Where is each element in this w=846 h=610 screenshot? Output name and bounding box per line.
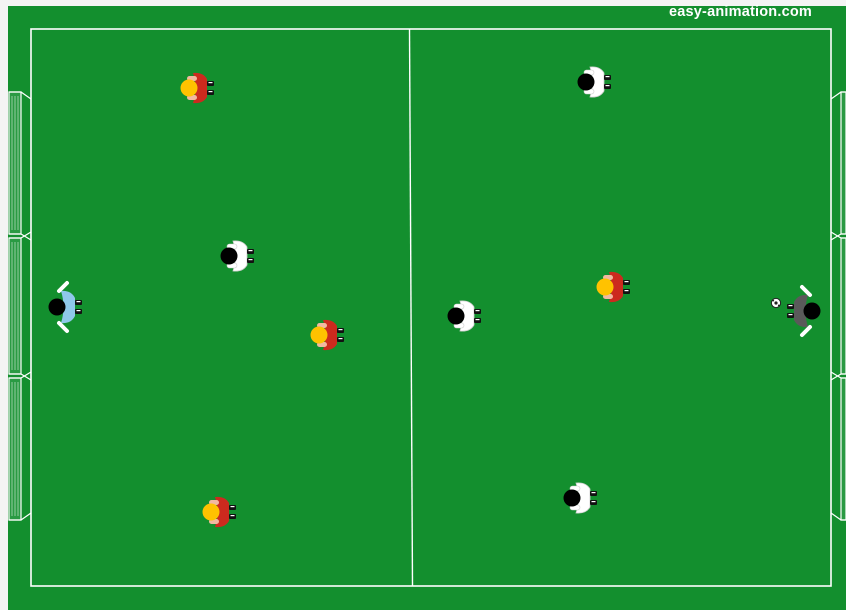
watermark-text: easy-animation.com: [669, 4, 812, 20]
pitch-grass: [8, 6, 846, 610]
soccer-ball-icon[interactable]: [771, 298, 780, 307]
